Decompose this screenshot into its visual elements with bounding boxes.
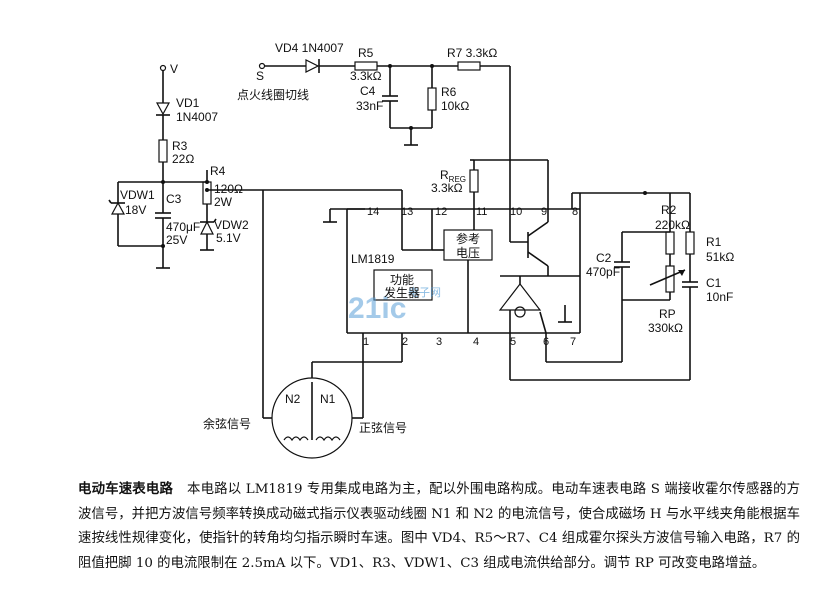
- vdw1-value: 18V: [125, 203, 146, 217]
- rp-value: 330kΩ: [648, 321, 683, 335]
- c1-label: C1: [706, 276, 722, 290]
- input-circuit: [258, 59, 511, 242]
- pin-3: 3: [436, 336, 442, 348]
- rreg-value: 3.3kΩ: [431, 181, 463, 195]
- r5-label: R5: [358, 46, 374, 60]
- pin-11: 11: [476, 206, 487, 218]
- r4-watt: 2W: [214, 195, 233, 209]
- vd4-diode: [305, 59, 320, 73]
- r2-value: 220kΩ: [655, 218, 690, 232]
- rp-potentiometer: [665, 265, 675, 293]
- r2-label: R2: [661, 203, 677, 217]
- r2-resistor: [665, 231, 675, 255]
- caption-title: 电动车速表电路: [78, 482, 174, 497]
- r1-resistor: [685, 231, 695, 255]
- r7-resistor: [457, 61, 481, 71]
- c1-value: 10nF: [706, 290, 733, 304]
- supply-circuit: [108, 64, 432, 269]
- ref-line2: 电压: [456, 246, 480, 260]
- r1-label: R1: [706, 235, 722, 249]
- pin-13: 13: [401, 206, 413, 218]
- r3-resistor: [158, 139, 168, 163]
- caption-body: 本电路以 LM1819 专用集成电路为主，配以外围电路构成。电动车速表电路 S …: [78, 482, 800, 571]
- rreg-label: RREG: [440, 168, 466, 184]
- vdw2-label: VDW2: [214, 218, 249, 232]
- c3-label: C3: [166, 192, 182, 206]
- ic-name: LM1819: [351, 252, 395, 266]
- n1-winding: [315, 436, 341, 442]
- cosine-signal-label: 余弦信号: [203, 416, 251, 431]
- vdw2-zener: [200, 220, 214, 235]
- vdw1-label: VDW1: [120, 188, 155, 202]
- r4-value: 120Ω: [214, 182, 243, 196]
- s-label: S: [256, 69, 264, 83]
- pin-1: 1: [363, 336, 369, 348]
- r6-resistor: [427, 87, 437, 111]
- pin-2: 2: [402, 336, 408, 348]
- r7-label: R7 3.3kΩ: [447, 46, 497, 60]
- description-paragraph: 电动车速表电路本电路以 LM1819 专用集成电路为主，配以外围电路构成。电动车…: [78, 478, 800, 576]
- watermark: 21ic 电子网: [348, 286, 441, 325]
- function-generator-block: [373, 269, 433, 301]
- func-gen-line2: 发生器: [384, 285, 420, 300]
- pin-4: 4: [473, 336, 479, 348]
- r6-value: 10kΩ: [441, 99, 469, 113]
- r3-value: 22Ω: [172, 152, 194, 166]
- r1-value: 51kΩ: [706, 250, 734, 264]
- v-label: V: [170, 62, 178, 76]
- n1-label: N1: [320, 392, 336, 406]
- s-terminal: [258, 62, 266, 70]
- r3-label: R3: [172, 139, 188, 153]
- r4-label: R4: [210, 164, 226, 178]
- c3-value: 470μF: [166, 220, 200, 234]
- component-labels: VD4 1N4007 R5 3.3kΩ R7 3.3kΩ S 点火线圈切线 C4…: [120, 41, 734, 435]
- pin-12: 12: [435, 206, 447, 218]
- vd1-value: 1N4007: [176, 110, 218, 124]
- vdw1-zener: [110, 201, 126, 215]
- func-gen-line1: 功能: [390, 273, 414, 287]
- watermark-logo: 21ic: [348, 292, 406, 325]
- c3-voltage: 25V: [166, 233, 187, 247]
- vd1-label: VD1: [176, 96, 200, 110]
- r5-value: 3.3kΩ: [350, 69, 382, 83]
- ic-lm1819: [323, 159, 581, 334]
- op-amp: [498, 283, 542, 311]
- pin-8: 8: [572, 206, 578, 218]
- pin-10: 10: [510, 206, 522, 218]
- r6-label: R6: [441, 85, 457, 99]
- c2-value: 470pF: [586, 265, 620, 279]
- pin-5: 5: [510, 336, 516, 348]
- rp-label: RP: [659, 307, 676, 321]
- pin-9: 9: [541, 206, 547, 218]
- vd1-diode: [155, 102, 171, 116]
- r4-resistor: [202, 181, 212, 205]
- circuit-schematic: 1 2 3 4 5 6 7 8 9 10 11 12 13 14: [108, 41, 734, 459]
- vd4-label: VD4 1N4007: [275, 41, 344, 55]
- v-terminal: [159, 64, 167, 72]
- feedback-network: [509, 191, 698, 381]
- meter-coils: [262, 190, 403, 459]
- n2-winding: [283, 436, 309, 442]
- sine-signal-label: 正弦信号: [359, 420, 407, 435]
- vdw2-value: 5.1V: [216, 231, 241, 245]
- watermark-sub: 电子网: [408, 286, 441, 299]
- c2-label: C2: [596, 251, 612, 265]
- pin-7: 7: [570, 336, 576, 348]
- ref-line1: 参考: [456, 231, 480, 246]
- s-description: 点火线圈切线: [237, 88, 309, 102]
- c4-label: C4: [360, 84, 376, 98]
- n2-label: N2: [285, 392, 301, 406]
- c4-value: 33nF: [356, 99, 383, 113]
- rreg-resistor: [469, 169, 479, 193]
- pin-14: 14: [367, 206, 379, 218]
